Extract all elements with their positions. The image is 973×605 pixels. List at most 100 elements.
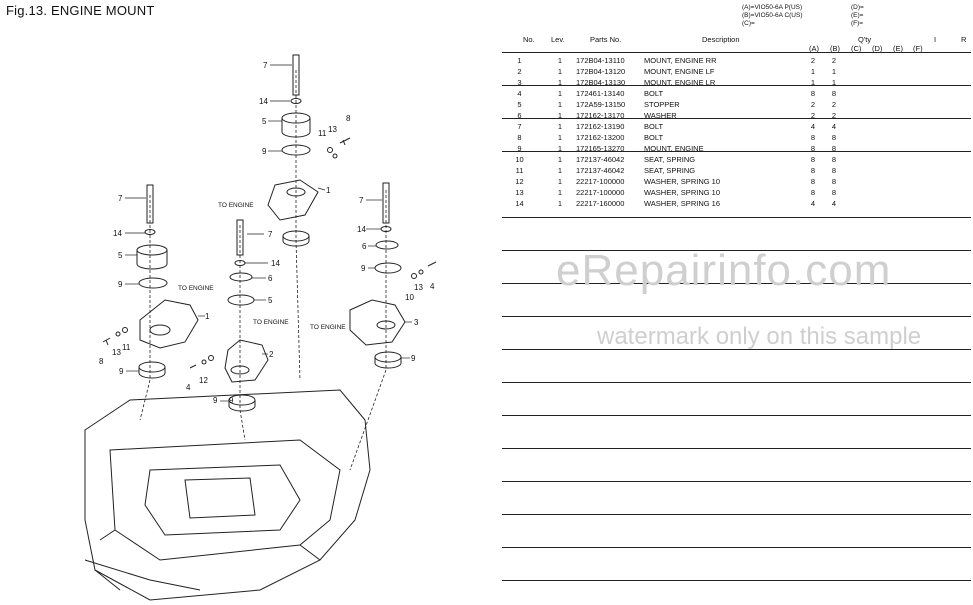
header-qty: Q'ty [858,35,872,44]
cell-parts-no: 172461-13140 [576,89,625,98]
cell-qty-b: 2 [831,100,837,109]
callout: 14 [113,229,122,238]
model-legend-left: (A)=VIO50-6A P(US) (B)=VIO50-6A C(US) (C… [742,4,803,28]
bolt-8-left [102,337,111,346]
table-rule [502,151,971,152]
callout: 11 [318,129,327,138]
header-no: No. [523,35,535,44]
callout: 6 [362,242,367,251]
bracket-1-center [267,179,319,221]
cell-qty-a: 8 [810,177,816,186]
cell-description: WASHER [644,111,677,120]
cell-qty-b: 1 [831,67,837,76]
callout: 9 [262,147,267,156]
callout: 4 [430,282,435,291]
frame-outline [84,389,371,601]
callout: 5 [262,117,267,126]
cell-parts-no: 22217-160000 [576,199,625,208]
to-engine-label-center: TO ENGINE [218,202,254,209]
callout: 13 [414,283,423,292]
callout: 6 [268,274,273,283]
header-i: I [934,35,937,44]
cell-no: 13 [515,188,524,197]
cell-lev: 1 [557,199,563,208]
cell-description: MOUNT, ENGINE LF [644,67,715,76]
frame-edges [94,529,321,591]
washer-13-center [332,153,338,159]
cell-description: BOLT [644,133,664,142]
to-engine-label-left: TO ENGINE [178,285,214,292]
cell-qty-b: 8 [831,133,837,142]
callout: 8 [346,114,351,123]
cell-lev: 1 [557,155,563,164]
cell-no: 6 [517,111,522,120]
cell-qty-a: 4 [810,122,816,131]
callout: 2 [269,350,274,359]
watermark-note: watermark only on this sample [597,323,922,350]
cell-qty-a: 8 [810,166,816,175]
header-d: (D) [872,44,883,53]
cell-description: MOUNT, ENGINE [644,144,704,153]
callout: 14 [357,225,366,234]
cell-lev: 1 [557,188,563,197]
cell-qty-b: 8 [831,188,837,197]
cell-qty-a: 2 [810,56,816,65]
table-rule [502,580,971,581]
cell-description: MOUNT, ENGINE RR [644,56,717,65]
table-rule [502,514,971,515]
table-rule [502,547,971,548]
cell-qty-b: 1 [831,78,837,87]
washer-13-left [115,331,121,337]
cell-no: 14 [515,199,524,208]
washer-14-left [144,229,156,235]
cell-qty-a: 8 [810,89,816,98]
cell-qty-a: 8 [810,188,816,197]
cell-no: 12 [515,177,524,186]
cell-parts-no: 172137-46042 [576,166,625,175]
table-rule [502,349,971,350]
callout: 10 [405,293,414,302]
cell-qty-a: 4 [810,199,816,208]
cell-description: WASHER, SPRING 16 [644,199,720,208]
cell-qty-a: 2 [810,111,816,120]
cell-lev: 1 [557,133,563,142]
table-rule [502,85,971,86]
header-f: (F) [913,44,923,53]
cell-no: 4 [517,89,522,98]
cell-parts-no: 172162-13170 [576,111,625,120]
table-rule [502,52,971,53]
header-parts-no: Parts No. [590,35,622,44]
callout: 12 [199,376,208,385]
cell-no: 5 [517,100,522,109]
frame-cavity [144,464,301,536]
callout: 7 [268,230,273,239]
table-rule [502,382,971,383]
table-rule [502,448,971,449]
to-engine-label-mid: TO ENGINE [253,319,289,326]
table-rule [502,316,971,317]
stopper-5-left-top [136,244,168,256]
frame-inner [109,439,341,561]
mount-9-right-bottom-side [374,357,402,369]
cell-qty-a: 1 [810,67,816,76]
callout: 13 [112,348,121,357]
callout: 7 [359,196,364,205]
cell-parts-no: 172162-13200 [576,133,625,142]
bracket-1-left [139,299,199,349]
header-b: (B) [830,44,840,53]
cell-qty-b: 4 [831,122,837,131]
callout: 14 [271,259,280,268]
cell-no: 7 [517,122,522,131]
mount-9-center-bottom-side [282,236,310,247]
table-rule [502,250,971,251]
cell-description: MOUNT, ENGINE LR [644,78,716,87]
washer-12-mid [201,359,207,365]
to-engine-label-right: TO ENGINE [310,324,346,331]
header-lev: Lev. [551,35,565,44]
